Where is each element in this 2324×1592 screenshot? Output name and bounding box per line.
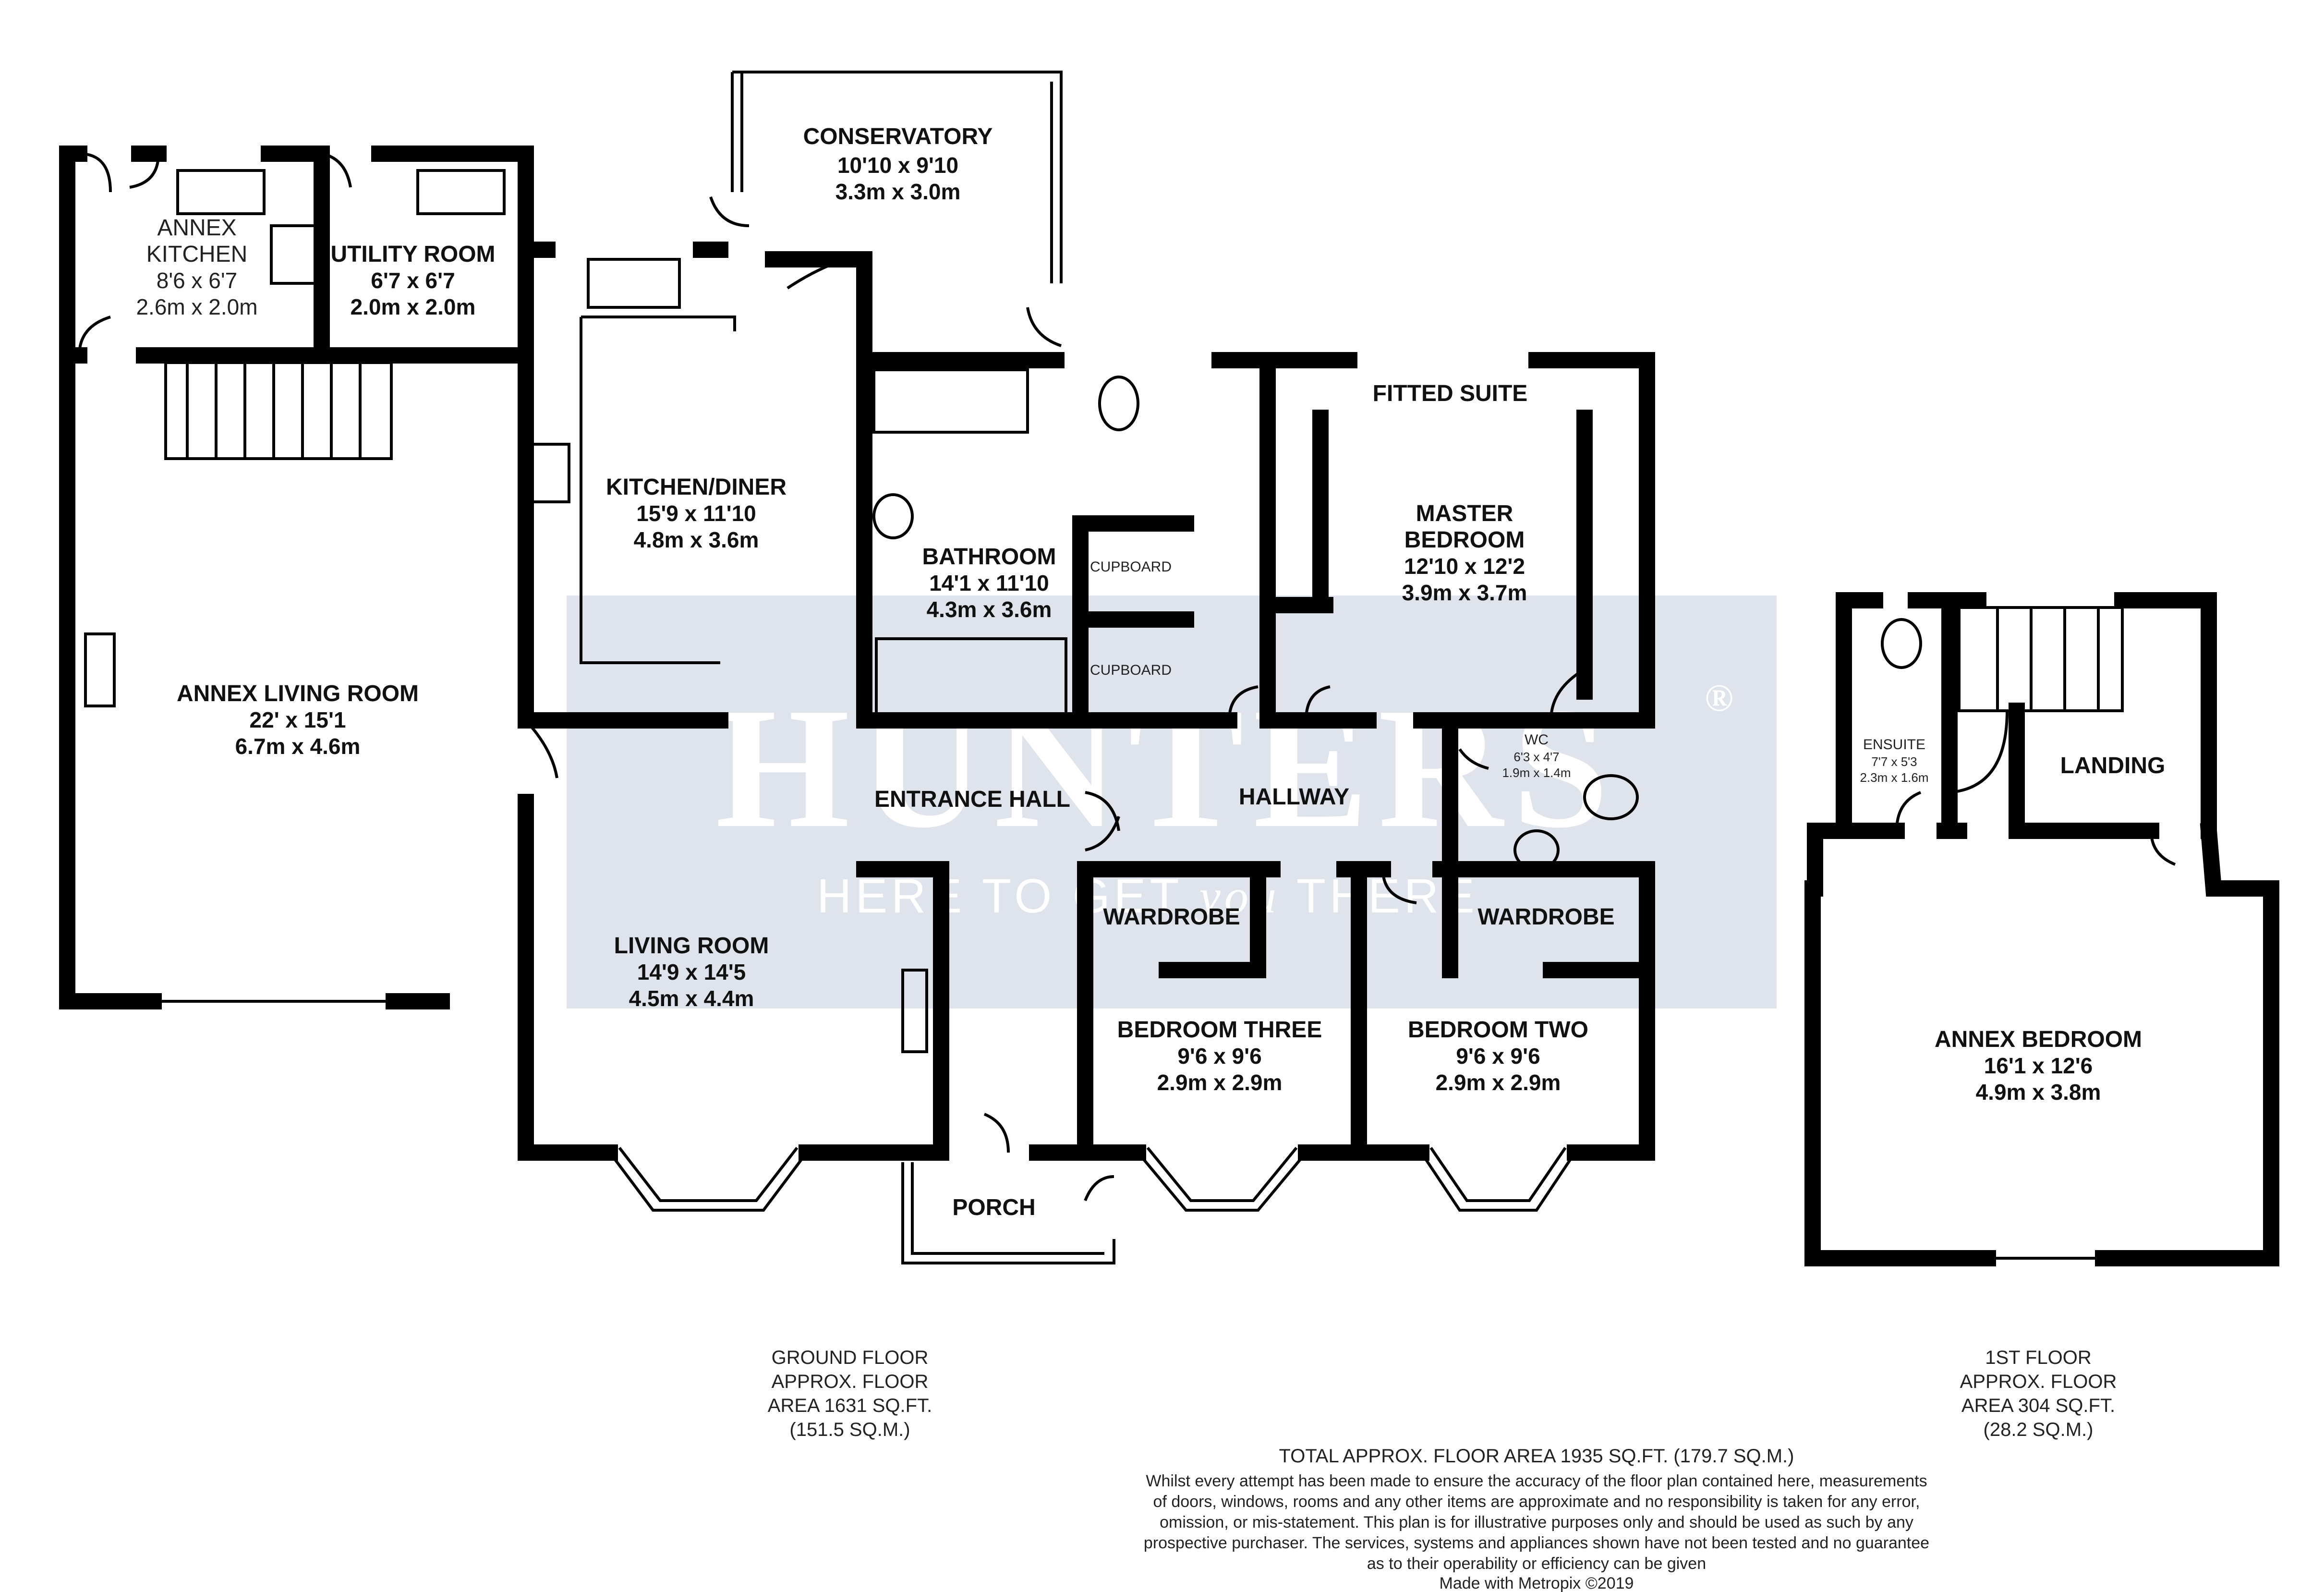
room-imperial: 14'1 x 11'10 — [929, 571, 1049, 595]
room-master-bedroom: MASTER BEDROOM 12'10 x 12'2 3.9m x 3.7m — [1402, 501, 1527, 605]
porch-label: PORCH — [952, 1195, 1035, 1220]
area-line: APPROX. FLOOR — [1960, 1371, 2117, 1392]
room-bathroom: BATHROOM 14'1 x 11'10 4.3m x 3.6m — [922, 544, 1056, 622]
entrance-hall-label: ENTRANCE HALL — [874, 787, 1070, 812]
room-name-line1: ANNEX — [157, 215, 236, 241]
room-name: ANNEX LIVING ROOM — [177, 681, 419, 706]
room-imperial: 14'9 x 14'5 — [637, 960, 746, 984]
area-line: (151.5 SQ.M.) — [789, 1419, 910, 1440]
room-name: BEDROOM TWO — [1408, 1017, 1588, 1043]
room-imperial: 6'3 x 4'7 — [1513, 750, 1559, 764]
room-wc: WC 6'3 x 4'7 1.9m x 1.4m — [1502, 732, 1571, 780]
room-name: BATHROOM — [922, 544, 1056, 570]
cupboard-bottom-label: CUPBOARD — [1090, 662, 1172, 678]
wardrobe-two-label: WARDROBE — [1477, 904, 1614, 930]
landing-label: LANDING — [2060, 753, 2166, 778]
room-metric: 4.5m x 4.4m — [629, 986, 754, 1011]
area-line: (28.2 SQ.M.) — [1984, 1419, 2094, 1440]
room-name: LIVING ROOM — [614, 933, 769, 959]
area-line: 1ST FLOOR — [1985, 1347, 2092, 1368]
ground-floor-area: GROUND FLOOR APPROX. FLOOR AREA 1631 SQ.… — [768, 1347, 932, 1440]
room-annex-living: ANNEX LIVING ROOM 22' x 15'1 6.7m x 4.6m — [177, 681, 419, 759]
disclaimer-line: as to their operability or efficiency ca… — [1367, 1555, 1706, 1573]
wardrobe-three-label: WARDROBE — [1103, 904, 1240, 930]
room-metric: 2.3m x 1.6m — [1860, 770, 1928, 785]
room-kitchen-diner: KITCHEN/DINER 15'9 x 11'10 4.8m x 3.6m — [606, 474, 787, 552]
room-metric: 2.9m x 2.9m — [1436, 1070, 1561, 1095]
room-bedroom-three: BEDROOM THREE 9'6 x 9'6 2.9m x 2.9m — [1117, 1017, 1322, 1095]
disclaimer-line: prospective purchaser. The services, sys… — [1144, 1534, 1929, 1552]
credit: Made with Metropix ©2019 — [1440, 1574, 1634, 1592]
first-floor-walls — [1804, 592, 2279, 1266]
room-annex-kitchen: ANNEX KITCHEN 8'6 x 6'7 2.6m x 2.0m — [136, 215, 257, 319]
room-metric: 6.7m x 4.6m — [235, 734, 361, 759]
room-name: WC — [1525, 732, 1549, 748]
cupboard-top-label: CUPBOARD — [1090, 559, 1172, 575]
room-metric: 4.8m x 3.6m — [634, 527, 759, 552]
room-imperial: 12'10 x 12'2 — [1404, 554, 1525, 579]
area-line: AREA 304 SQ.FT. — [1961, 1395, 2115, 1416]
disclaimer-line: Whilst every attempt has been made to en… — [1146, 1472, 1927, 1490]
first-floor-area: 1ST FLOOR APPROX. FLOOR AREA 304 SQ.FT. … — [1960, 1347, 2117, 1440]
room-imperial: 7'7 x 5'3 — [1871, 754, 1917, 769]
area-line: APPROX. FLOOR — [772, 1371, 929, 1392]
fitted-suite-label: FITTED SUITE — [1373, 381, 1528, 406]
room-metric: 3.3m x 3.0m — [835, 179, 961, 204]
room-metric: 3.9m x 3.7m — [1402, 580, 1527, 605]
room-annex-bedroom: ANNEX BEDROOM 16'1 x 12'6 4.9m x 3.8m — [1935, 1027, 2142, 1105]
watermark-tagline-start: HERE TO GET — [817, 869, 1199, 923]
room-metric: 2.6m x 2.0m — [136, 294, 257, 319]
room-name-line1: MASTER — [1416, 501, 1513, 526]
room-name: KITCHEN/DINER — [606, 474, 787, 500]
room-utility: UTILITY ROOM 6'7 x 6'7 2.0m x 2.0m — [330, 242, 495, 319]
first-floor-details — [1881, 606, 2176, 1260]
area-line: AREA 1631 SQ.FT. — [768, 1395, 932, 1416]
room-name: UTILITY ROOM — [330, 242, 495, 267]
room-metric: 2.0m x 2.0m — [351, 294, 476, 319]
disclaimer-line: of doors, windows, rooms and any other i… — [1153, 1493, 1920, 1511]
total-area: TOTAL APPROX. FLOOR AREA 1935 SQ.FT. (17… — [1279, 1446, 1794, 1467]
ground-floor-walls — [59, 146, 1655, 1161]
room-living-room: LIVING ROOM 14'9 x 14'5 4.5m x 4.4m — [614, 933, 769, 1011]
room-metric: 1.9m x 1.4m — [1502, 766, 1571, 780]
room-name: ANNEX BEDROOM — [1935, 1027, 2142, 1052]
room-name-line2: KITCHEN — [146, 242, 248, 267]
disclaimer-line: omission, or mis-statement. This plan is… — [1160, 1513, 1913, 1531]
room-name: CONSERVATORY — [803, 124, 993, 149]
room-imperial: 16'1 x 12'6 — [1984, 1053, 2093, 1078]
room-bedroom-two: BEDROOM TWO 9'6 x 9'6 2.9m x 2.9m — [1408, 1017, 1588, 1095]
room-metric: 4.3m x 3.6m — [927, 597, 1052, 622]
watermark-band — [567, 595, 1777, 1009]
room-name-line2: BEDROOM — [1404, 527, 1525, 553]
ground-floor-details — [78, 71, 1639, 1264]
watermark-registered: ® — [1705, 677, 1733, 719]
hallway-label: HALLWAY — [1239, 784, 1349, 810]
room-conservatory: CONSERVATORY 10'10 x 9'10 3.3m x 3.0m — [803, 124, 993, 204]
room-imperial: 6'7 x 6'7 — [371, 268, 455, 293]
room-name: ENSUITE — [1863, 737, 1925, 753]
room-metric: 2.9m x 2.9m — [1157, 1070, 1283, 1095]
room-name: BEDROOM THREE — [1117, 1017, 1322, 1043]
room-metric: 4.9m x 3.8m — [1976, 1080, 2101, 1105]
watermark: HUNTERS ® HERE TO GET you THERE — [567, 595, 1777, 1009]
room-imperial: 9'6 x 9'6 — [1177, 1044, 1261, 1069]
room-ensuite: ENSUITE 7'7 x 5'3 2.3m x 1.6m — [1860, 737, 1928, 785]
area-line: GROUND FLOOR — [772, 1347, 929, 1368]
room-imperial: 8'6 x 6'7 — [157, 268, 237, 293]
room-imperial: 15'9 x 11'10 — [636, 501, 756, 526]
room-imperial: 10'10 x 9'10 — [837, 153, 958, 178]
room-imperial: 9'6 x 9'6 — [1456, 1044, 1540, 1069]
room-imperial: 22' x 15'1 — [250, 707, 346, 732]
footer: TOTAL APPROX. FLOOR AREA 1935 SQ.FT. (17… — [1144, 1446, 1929, 1592]
